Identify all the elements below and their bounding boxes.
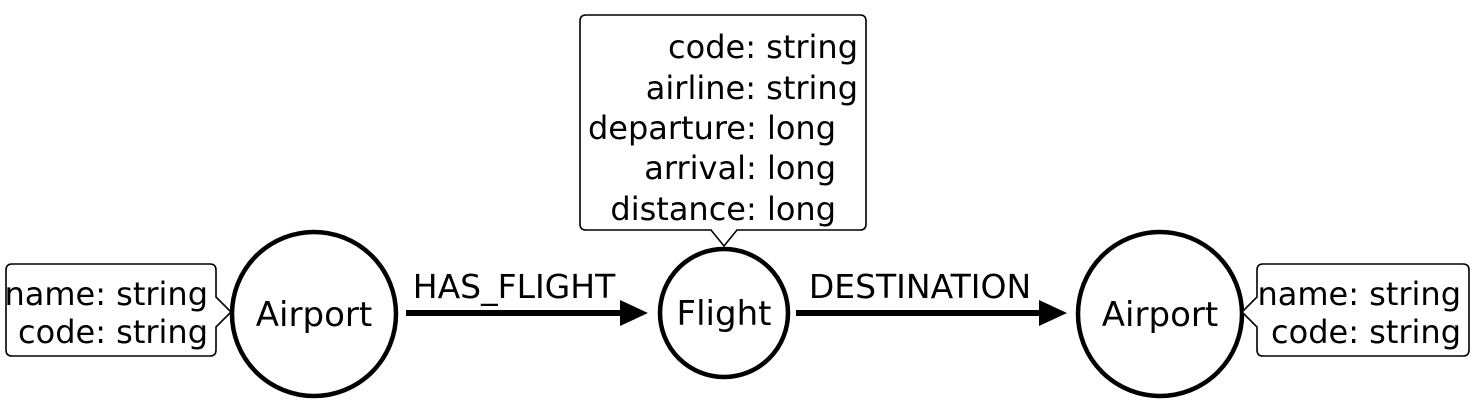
- right-airport-callout-box: [1240, 263, 1470, 357]
- left-airport-node: Airport: [229, 229, 399, 399]
- destination-edge: DESTINATION: [796, 267, 1067, 326]
- destination-arrowhead: [1039, 300, 1067, 326]
- left-airport-properties-callout: name: string code: string: [4, 263, 233, 357]
- right-airport-property: code: string: [1271, 313, 1461, 351]
- right-airport-label: Airport: [1102, 295, 1218, 335]
- right-airport-properties-callout: name: string code: string: [1240, 263, 1470, 357]
- flight-properties-callout: code: string airline: string departure: …: [579, 14, 867, 248]
- left-airport-callout-box: [5, 263, 233, 357]
- flight-property: arrival: long: [644, 149, 836, 187]
- flight-property: departure: long: [588, 109, 836, 147]
- flight-callout-box: [579, 14, 867, 248]
- left-airport-property: name: string: [4, 275, 208, 313]
- has-flight-edge: HAS_FLIGHT: [406, 267, 648, 326]
- left-airport-label: Airport: [256, 295, 372, 335]
- destination-label: DESTINATION: [809, 267, 1031, 306]
- has-flight-arrowhead: [620, 300, 648, 326]
- has-flight-label: HAS_FLIGHT: [413, 267, 616, 306]
- flight-property: code: string: [668, 28, 858, 66]
- flight-label: Flight: [677, 294, 772, 334]
- left-airport-property: code: string: [18, 313, 208, 351]
- right-airport-property: name: string: [1257, 275, 1461, 313]
- flight-property: airline: string: [646, 69, 858, 107]
- right-airport-node: Airport: [1075, 229, 1245, 399]
- flight-property: distance: long: [610, 190, 836, 228]
- flight-node: Flight: [657, 246, 791, 380]
